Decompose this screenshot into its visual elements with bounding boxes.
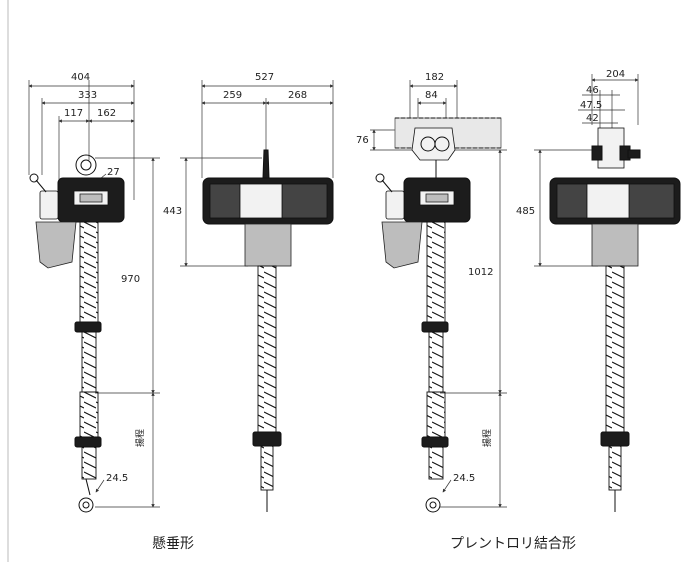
dim-268: 268 — [288, 90, 307, 101]
dim-46: 46 — [586, 85, 599, 96]
dim-76: 76 — [356, 135, 369, 146]
dim-970: 970 — [121, 274, 140, 285]
dim-333: 333 — [78, 90, 97, 101]
dim-117: 117 — [64, 108, 83, 119]
caption-pendant: 懸垂形 — [152, 536, 194, 552]
dim-259: 259 — [223, 90, 242, 101]
lift-label-trolley: 揚程 — [481, 429, 493, 447]
pendant-side-view: 404 333 117 162 27 970 揚程 24.5 — [28, 72, 160, 513]
dim-485: 485 — [516, 206, 535, 217]
dim-527: 527 — [255, 72, 274, 83]
dim-182: 182 — [425, 72, 444, 83]
dim-47-5: 47.5 — [580, 100, 602, 111]
dim-24-5: 24.5 — [106, 473, 128, 484]
dim-24-5-trolley: 24.5 — [453, 473, 475, 484]
dim-204: 204 — [606, 69, 625, 80]
dim-162: 162 — [97, 108, 116, 119]
dim-404: 404 — [71, 72, 90, 83]
dim-27: 27 — [107, 167, 120, 178]
dim-443: 443 — [163, 206, 182, 217]
dim-42: 42 — [586, 113, 599, 124]
dim-84: 84 — [425, 90, 438, 101]
trolley-front-view: 204 46 47.5 42 485 — [516, 69, 681, 512]
dim-1012: 1012 — [468, 267, 493, 278]
pendant-front-view: 527 259 268 443 — [163, 72, 334, 512]
trolley-side-view: 182 84 76 1012 揚程 24.5 — [356, 72, 507, 513]
lift-label: 揚程 — [134, 429, 146, 447]
caption-trolley: プレントロリ結合形 — [450, 536, 576, 552]
